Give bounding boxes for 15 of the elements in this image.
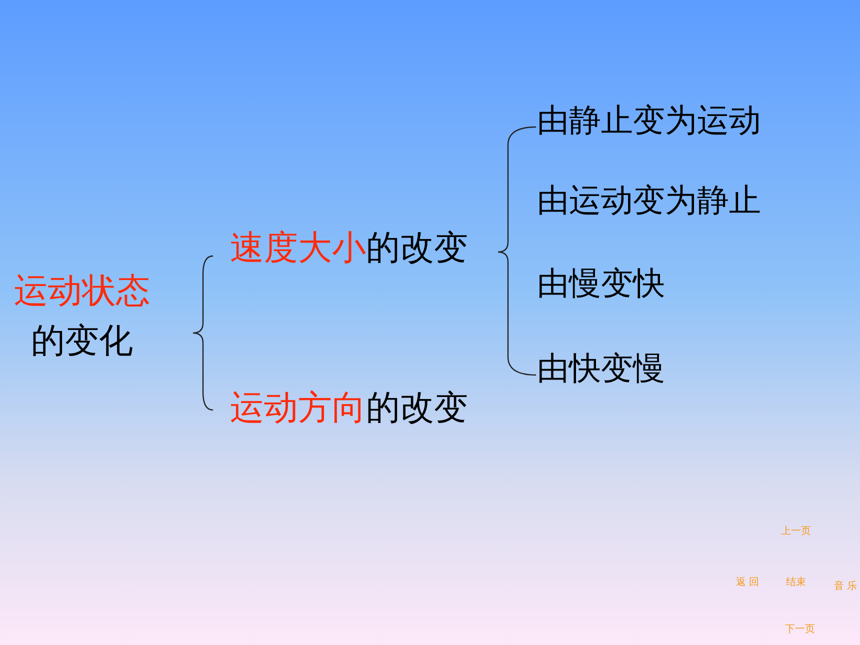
nav-link: 音 乐	[834, 582, 858, 592]
nav-link: 上一页	[781, 527, 811, 537]
branch-text: 由静止变为运动	[537, 101, 761, 139]
branch-text: 由运动变为静止	[537, 181, 761, 219]
highlighted-text: 速度大小	[230, 228, 366, 268]
nav-link: 结束	[786, 578, 806, 588]
highlighted-text: 运动状态	[14, 274, 150, 308]
branch-text: 由快变慢	[537, 349, 665, 387]
nav-link: 下一页	[785, 625, 815, 635]
highlighted-text: 运动方向	[230, 388, 366, 428]
branch-text: 由慢变快	[537, 264, 665, 302]
node-text: 的变化	[30, 324, 134, 358]
node-text: 的改变	[366, 388, 468, 428]
node-text: 的改变	[366, 228, 468, 268]
nav-link: 返 回	[736, 578, 760, 588]
